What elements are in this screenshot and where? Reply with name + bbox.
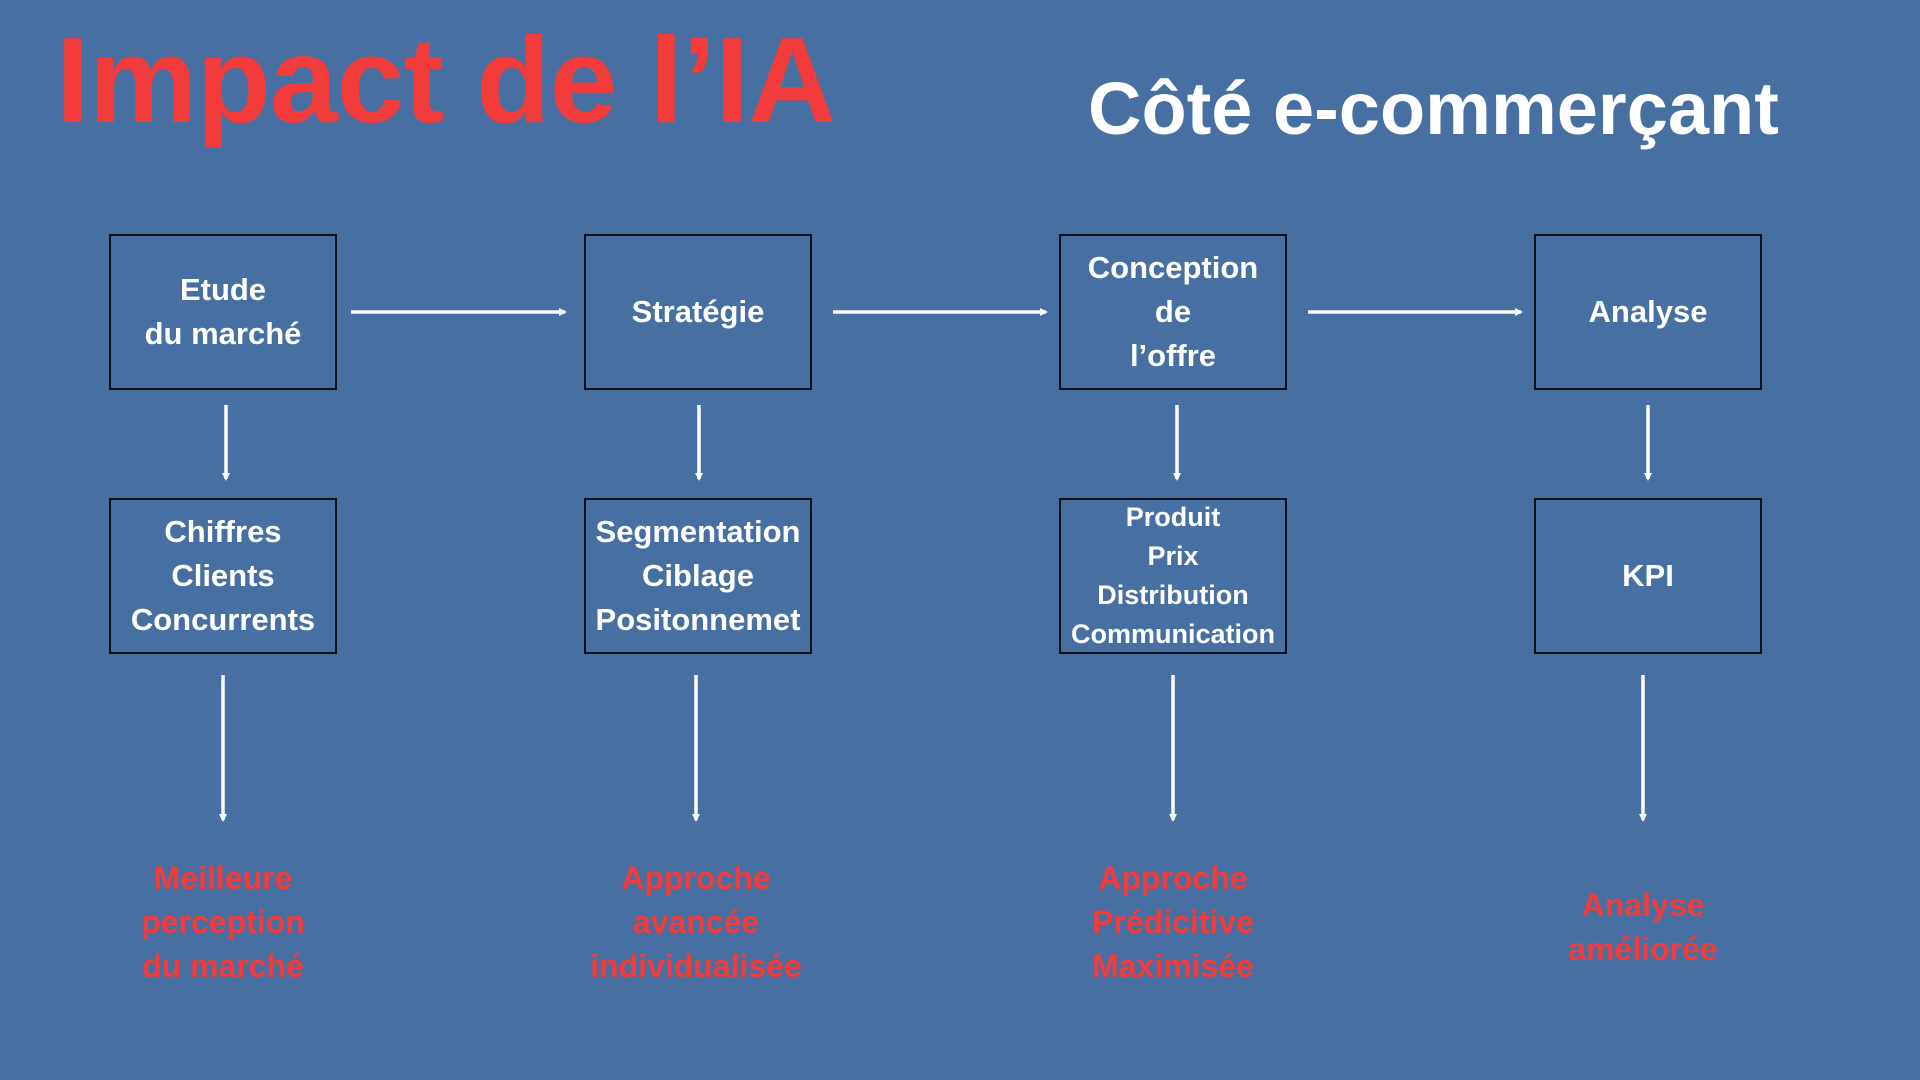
step-box-1: Etude du marché: [109, 234, 337, 390]
result-text-4: Analyse améliorée: [1493, 883, 1793, 971]
details-box-3-line: Produit: [1125, 502, 1221, 532]
step-box-3-line: l’offre: [1129, 338, 1217, 373]
details-box-3-line: Distribution: [1097, 580, 1249, 610]
step-box-3-line: Conception: [1087, 250, 1259, 285]
result-text-2-line: Approche: [621, 860, 771, 896]
step-box-4-line: Analyse: [1588, 294, 1708, 329]
result-text-4-line: améliorée: [1568, 931, 1718, 967]
details-box-3-line: Prix: [1147, 541, 1199, 571]
result-text-4-line: Analyse: [1581, 887, 1705, 923]
result-text-3-line: Maximisée: [1092, 948, 1254, 984]
page-title: Impact de l’IA: [56, 12, 836, 148]
details-box-4: KPI: [1534, 498, 1762, 654]
result-text-3-line: Approche: [1098, 860, 1248, 896]
page-subtitle: Côté e-commerçant: [1088, 67, 1779, 150]
step-box-2: Stratégie: [584, 234, 812, 390]
details-box-1-line: Chiffres: [164, 514, 282, 549]
details-box-3-line: Communication: [1070, 619, 1275, 649]
step-box-2-line: Stratégie: [631, 294, 765, 329]
details-box-2-line: Ciblage: [642, 558, 754, 593]
result-text-1: Meilleure perception du marché: [73, 856, 373, 988]
step-box-4: Analyse: [1534, 234, 1762, 390]
details-box-1-line: Clients: [171, 558, 275, 593]
step-box-1-line: du marché: [144, 316, 302, 351]
result-text-2-line: avancée: [632, 904, 760, 940]
result-text-2-line: individualisée: [590, 948, 802, 984]
step-box-3: Conception de l’offre: [1059, 234, 1287, 390]
result-text-2: Approche avancée individualisée: [546, 856, 846, 988]
step-box-3-line: de: [1154, 294, 1192, 329]
details-box-2-line: Positonnemet: [595, 602, 801, 637]
result-text-1-line: du marché: [142, 948, 304, 984]
details-box-2-line: Segmentation: [595, 514, 801, 549]
step-box-1-line: Etude: [179, 272, 267, 307]
result-text-1-line: Meilleure: [153, 860, 293, 896]
details-box-4-line: KPI: [1622, 558, 1674, 593]
result-text-3-line: Prédicitive: [1092, 904, 1254, 940]
result-text-1-line: perception: [141, 904, 305, 940]
details-box-1-line: Concurrents: [130, 602, 316, 637]
